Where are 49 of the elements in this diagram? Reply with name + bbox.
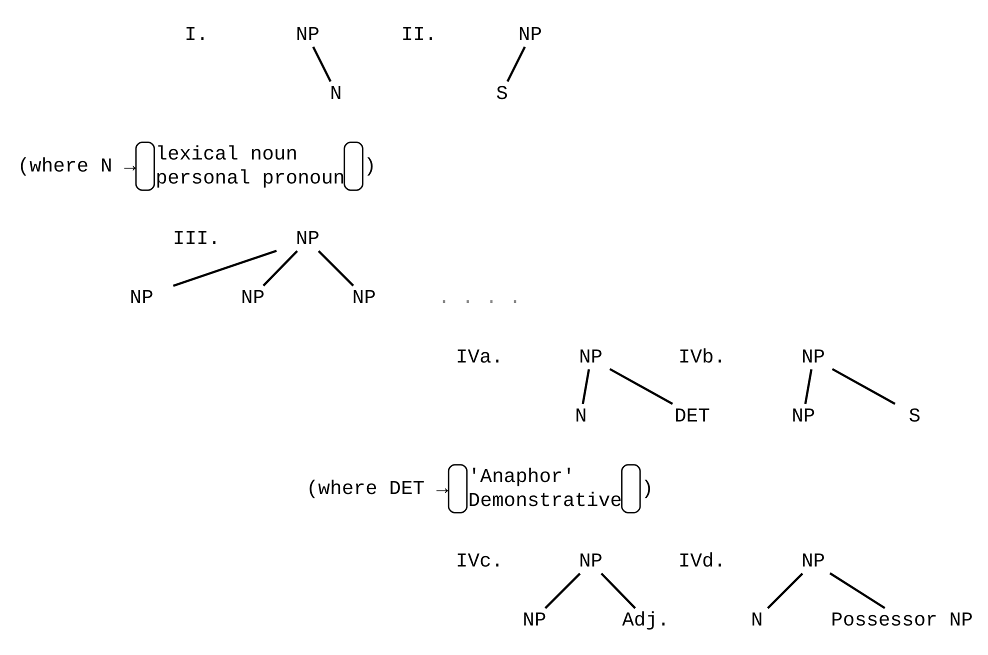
node-text: NP [241,287,265,310]
node-text: NP [296,228,320,250]
connector [600,572,636,609]
connector [312,46,332,82]
label: (where N → [18,155,136,178]
label: . . . . [438,287,521,310]
node-text: NP [578,346,603,368]
label: (where DET → [306,478,448,500]
connector [609,368,674,405]
label: IVb. [678,346,726,368]
node-text: DET [674,405,710,428]
label: lexical noun [156,144,298,166]
connector [172,250,277,287]
node-text: N [575,405,587,428]
node-text: NP [518,24,542,46]
connector [544,572,581,609]
node-text: N [751,610,763,632]
node-text: NP [296,24,320,46]
label: IVc. [456,550,504,572]
node-text: NP [578,550,603,572]
node-text: NP [352,287,376,310]
label: ) [642,478,654,500]
connector [804,369,813,404]
connector [318,250,354,286]
connector [582,369,590,404]
node-text: Possessor NP [831,610,973,632]
node-text: NP [801,346,826,368]
label: I. [184,24,208,46]
node-text: S [496,82,508,105]
node-text: NP [130,287,154,310]
node-text: NP [522,610,546,632]
label: Demonstrative [468,490,622,512]
connector [829,572,886,610]
node-text: N [330,82,342,105]
label: III. [172,228,220,250]
node-text: NP [792,405,816,428]
connector [262,250,298,286]
node-text: Adj. [622,610,670,632]
connector [767,572,804,609]
connector [832,368,896,405]
node-text: S [908,405,921,428]
label: ) [364,155,376,178]
node-text: NP [801,550,826,572]
label: IVa. [456,346,504,368]
label: 'Anaphor' [468,466,575,488]
label: personal pronoun [156,167,345,190]
label: IVd. [678,550,726,572]
label: II. [401,24,437,46]
connector [506,46,526,82]
